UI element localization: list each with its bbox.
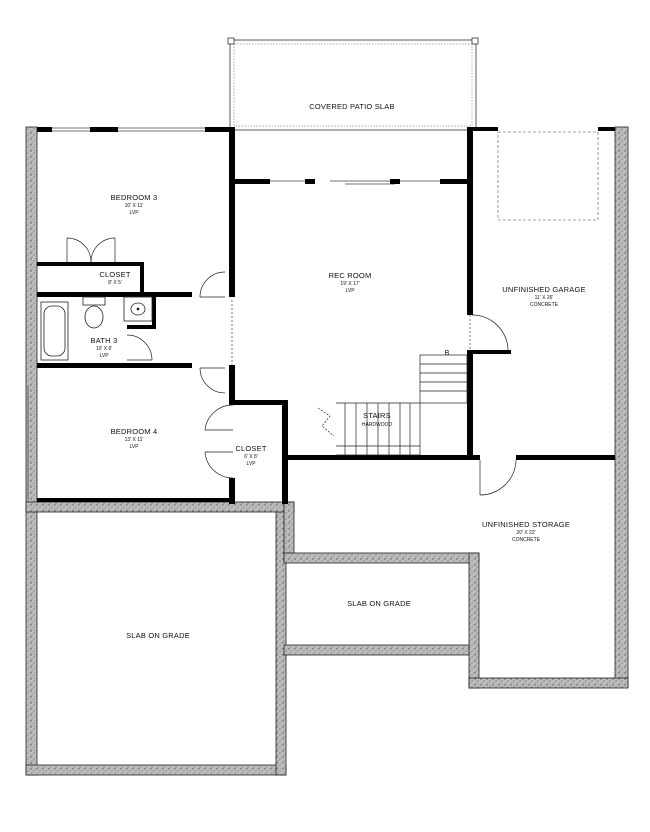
dims-unfinished-storage: 20' X 22' — [516, 530, 535, 536]
dims-closet-1: 8' X 5' — [108, 280, 122, 286]
label-closet-1: CLOSET — [99, 270, 130, 279]
foundation-walls — [25, 126, 629, 776]
label-covered-patio: COVERED PATIO SLAB — [309, 102, 394, 111]
doors — [66, 237, 517, 496]
label-rec-room: REC ROOM — [329, 271, 372, 280]
slab-left-outer-wall — [25, 509, 38, 776]
slab2-top-wall — [283, 552, 480, 564]
walls — [37, 127, 615, 504]
storage-door — [479, 459, 517, 496]
bath-fixtures — [40, 296, 153, 361]
bath3-door — [126, 334, 153, 361]
window-lines — [27, 127, 471, 500]
floor-stairs: HARDWOOD — [362, 422, 393, 428]
bathtub — [40, 301, 69, 361]
bedroom4-door — [199, 367, 226, 394]
label-closet-2: CLOSET — [235, 444, 266, 453]
closet1-double-door — [66, 237, 116, 263]
dims-bedroom-4: 13' X 11' — [125, 437, 144, 443]
slab-top-wall — [25, 501, 295, 513]
label-unfinished-storage: UNFINISHED STORAGE — [482, 520, 570, 529]
floor-rec-room: LVP — [345, 288, 355, 294]
label-unfinished-garage: UNFINISHED GARAGE — [502, 285, 585, 294]
garage-dashed-outline — [497, 131, 599, 221]
vanity — [123, 296, 153, 322]
label-bath-3: BATH 3 — [91, 336, 118, 345]
garage-right-foundation-wall — [614, 126, 629, 688]
dims-bedroom-3: 10' X 11' — [125, 203, 144, 209]
toilet-tank — [82, 296, 106, 306]
slab2-bottom-wall — [283, 644, 480, 656]
bedroom3-door — [199, 271, 226, 298]
room-labels: COVERED PATIO SLAB BEDROOM 3 10' X 11' L… — [91, 102, 586, 640]
storage-bottom-wall — [468, 677, 629, 689]
sink — [130, 302, 146, 316]
staircase — [317, 354, 468, 456]
dims-bath-3: 10' X 6' — [96, 346, 112, 352]
closet2-double-door — [204, 404, 234, 479]
stair-mark-b: B — [445, 350, 450, 357]
floor-unfinished-storage: CONCRETE — [512, 537, 541, 543]
label-slab-on-grade-2: SLAB ON GRADE — [347, 599, 411, 608]
floor-unfinished-garage: CONCRETE — [530, 302, 559, 308]
slab2-right-wall — [468, 552, 480, 689]
slab-bottom-wall — [25, 764, 287, 776]
label-bedroom-4: BEDROOM 4 — [111, 427, 158, 436]
label-bedroom-3: BEDROOM 3 — [111, 193, 158, 202]
patio-outline — [227, 37, 479, 131]
floor-bedroom-4: LVP — [129, 444, 139, 450]
floor-bedroom-3: LVP — [129, 210, 139, 216]
floor-bath-3: LVP — [99, 353, 109, 359]
label-slab-on-grade-1: SLAB ON GRADE — [126, 631, 190, 640]
dims-rec-room: 19' X 17' — [340, 281, 359, 287]
garage-door — [471, 314, 509, 351]
label-stairs: STAIRS — [363, 411, 391, 420]
toilet-bowl — [84, 305, 104, 329]
dims-unfinished-garage: 11' X 26' — [535, 295, 554, 301]
floor-closet-2: LVP — [246, 461, 256, 467]
dims-closet-2: 6' X 8' — [244, 454, 258, 460]
